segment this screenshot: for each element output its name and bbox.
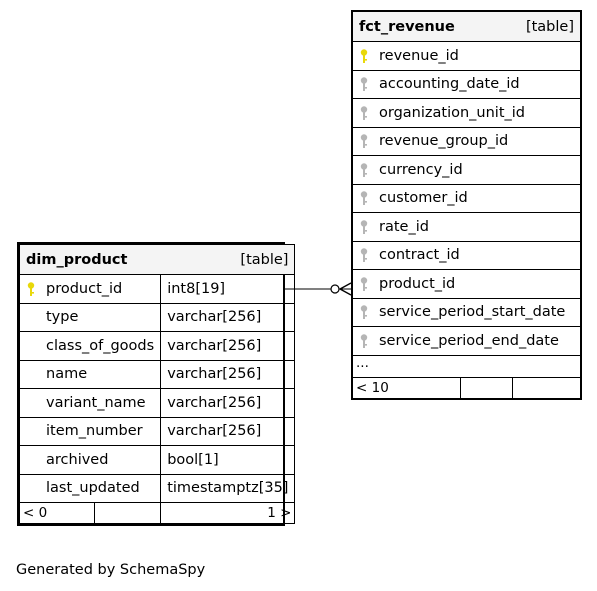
parents-count[interactable]: < 10 bbox=[352, 376, 461, 399]
column-name: variant_name bbox=[46, 394, 146, 411]
more-columns-ellipsis: ... bbox=[352, 354, 581, 378]
column-name: type bbox=[46, 309, 79, 326]
column-row[interactable]: last_updated timestamptz[35] bbox=[18, 473, 296, 503]
column-row[interactable]: class_of_goods varchar[256] bbox=[18, 331, 296, 361]
column-row[interactable]: revenue_group_id bbox=[352, 126, 581, 156]
column-type: varchar[256] bbox=[160, 359, 296, 389]
column-type: varchar[256] bbox=[160, 416, 296, 446]
column-type: bool[1] bbox=[160, 445, 296, 475]
column-row[interactable]: variant_name varchar[256] bbox=[18, 388, 296, 418]
column-name: last_updated bbox=[46, 480, 140, 497]
table-footer: < 0 1 > bbox=[19, 502, 296, 524]
column-name: name bbox=[46, 366, 88, 383]
column-name: rate_id bbox=[379, 218, 429, 235]
foreign-key-icon bbox=[360, 305, 368, 320]
generated-by-credit: Generated by SchemaSpy bbox=[16, 562, 206, 578]
column-name: product_id bbox=[379, 275, 456, 292]
zero-cardinality-mark bbox=[330, 284, 340, 294]
primary-key-icon bbox=[360, 49, 368, 63]
parents-count[interactable]: < 0 bbox=[19, 502, 95, 524]
column-row[interactable]: service_period_start_date bbox=[352, 297, 581, 327]
column-type: varchar[256] bbox=[160, 331, 296, 361]
column-name: revenue_id bbox=[379, 47, 459, 64]
column-name: service_period_end_date bbox=[379, 332, 559, 349]
table-kind: [table] bbox=[525, 18, 574, 35]
foreign-key-icon bbox=[360, 77, 368, 92]
column-name: archived bbox=[46, 451, 109, 468]
column-name: accounting_date_id bbox=[379, 76, 520, 93]
column-row[interactable]: revenue_id bbox=[352, 41, 581, 71]
footer-empty bbox=[512, 376, 581, 399]
more-columns-row: ... bbox=[352, 354, 581, 378]
column-name: class_of_goods bbox=[46, 337, 155, 354]
column-row[interactable]: accounting_date_id bbox=[352, 69, 581, 99]
table-header: dim_product [table] bbox=[18, 244, 296, 275]
column-row[interactable]: item_number varchar[256] bbox=[18, 416, 296, 446]
foreign-key-icon bbox=[360, 248, 368, 263]
column-name: service_period_start_date bbox=[379, 304, 566, 321]
table-fct-revenue[interactable]: fct_revenue [table] revenue_id accounting… bbox=[351, 10, 582, 400]
table-kind: [table] bbox=[240, 251, 289, 268]
footer-empty bbox=[93, 502, 162, 524]
foreign-key-icon bbox=[360, 334, 368, 348]
column-name: contract_id bbox=[379, 247, 460, 264]
column-row[interactable]: product_id bbox=[352, 269, 581, 299]
table-header: fct_revenue [table] bbox=[352, 11, 581, 42]
column-name: customer_id bbox=[379, 190, 468, 207]
column-row[interactable]: name varchar[256] bbox=[18, 359, 296, 389]
foreign-key-icon bbox=[360, 191, 368, 206]
column-row[interactable]: contract_id bbox=[352, 240, 581, 270]
column-name: organization_unit_id bbox=[379, 104, 525, 121]
column-name: item_number bbox=[46, 423, 143, 440]
column-row[interactable]: product_id int8[19] bbox=[18, 274, 296, 304]
foreign-key-icon bbox=[360, 163, 368, 177]
column-type: varchar[256] bbox=[160, 302, 296, 332]
children-count[interactable]: 1 > bbox=[160, 502, 296, 524]
column-row[interactable]: organization_unit_id bbox=[352, 98, 581, 128]
column-name: revenue_group_id bbox=[379, 133, 509, 150]
column-row[interactable]: currency_id bbox=[352, 155, 581, 185]
foreign-key-icon bbox=[360, 134, 368, 149]
table-name: dim_product bbox=[26, 251, 128, 268]
crows-foot-mark bbox=[339, 282, 352, 290]
column-row[interactable]: customer_id bbox=[352, 183, 581, 213]
footer-empty bbox=[460, 376, 513, 399]
column-row[interactable]: type varchar[256] bbox=[18, 302, 296, 332]
foreign-key-icon bbox=[360, 277, 368, 291]
foreign-key-icon bbox=[360, 106, 368, 120]
column-type: int8[19] bbox=[160, 274, 296, 304]
column-type: varchar[256] bbox=[160, 388, 296, 418]
column-row[interactable]: rate_id bbox=[352, 212, 581, 242]
table-name: fct_revenue bbox=[359, 18, 455, 35]
column-name: product_id bbox=[46, 280, 123, 297]
foreign-key-icon bbox=[360, 220, 368, 234]
table-footer: < 10 bbox=[352, 376, 581, 399]
column-row[interactable]: service_period_end_date bbox=[352, 326, 581, 356]
primary-key-icon bbox=[27, 282, 35, 296]
column-row[interactable]: archived bool[1] bbox=[18, 445, 296, 475]
column-name: currency_id bbox=[379, 161, 463, 178]
column-type: timestamptz[35] bbox=[160, 473, 296, 503]
